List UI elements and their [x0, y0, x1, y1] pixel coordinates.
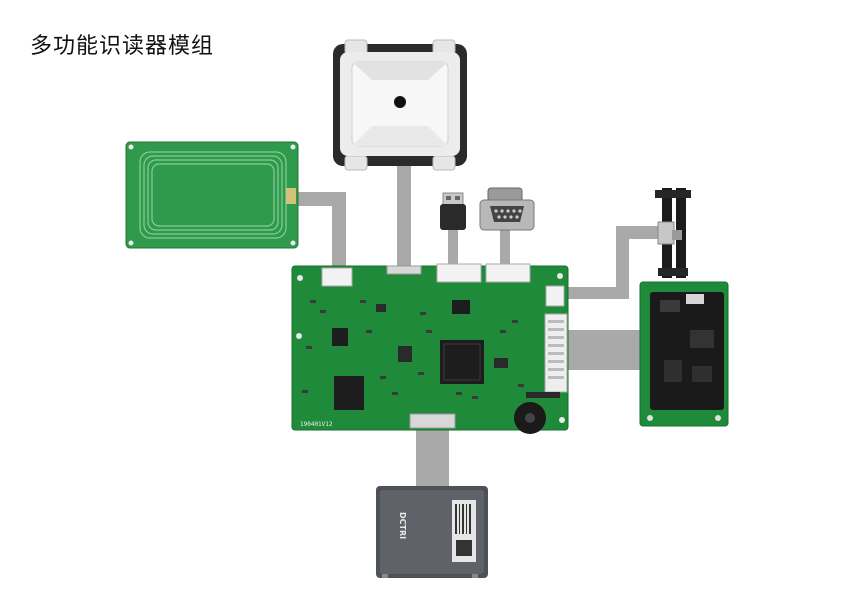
ic-card-slot-icon — [650, 292, 724, 410]
magstripe-head-icon — [655, 188, 691, 278]
magnetic-head — [655, 188, 691, 278]
cable-rfid-down — [332, 192, 346, 272]
scanner-window-icon — [340, 52, 460, 156]
card-reader — [639, 281, 729, 427]
cable-mag-h2 — [560, 287, 629, 299]
usb-connector — [440, 192, 466, 230]
serial-connector — [479, 187, 535, 231]
cable-mag-v — [616, 226, 629, 298]
cable-card — [560, 330, 650, 370]
main-board: 190401V12 — [291, 263, 569, 434]
rfid-antenna — [125, 141, 299, 249]
cable-bottom — [416, 420, 449, 490]
page-title: 多功能识读器模组 — [30, 34, 215, 59]
cable-usb — [448, 228, 458, 272]
cables — [298, 158, 664, 490]
barcode-scanner — [333, 39, 467, 171]
db9-connector-icon — [479, 187, 535, 231]
cable-serial — [500, 228, 510, 272]
slim-module: DCTRI — [376, 486, 488, 578]
usb-plug-icon — [440, 192, 466, 230]
slim-module-brand: DCTRI — [398, 512, 407, 539]
board-version-label: 190401V12 — [300, 421, 333, 428]
cable-scanner — [397, 158, 411, 272]
